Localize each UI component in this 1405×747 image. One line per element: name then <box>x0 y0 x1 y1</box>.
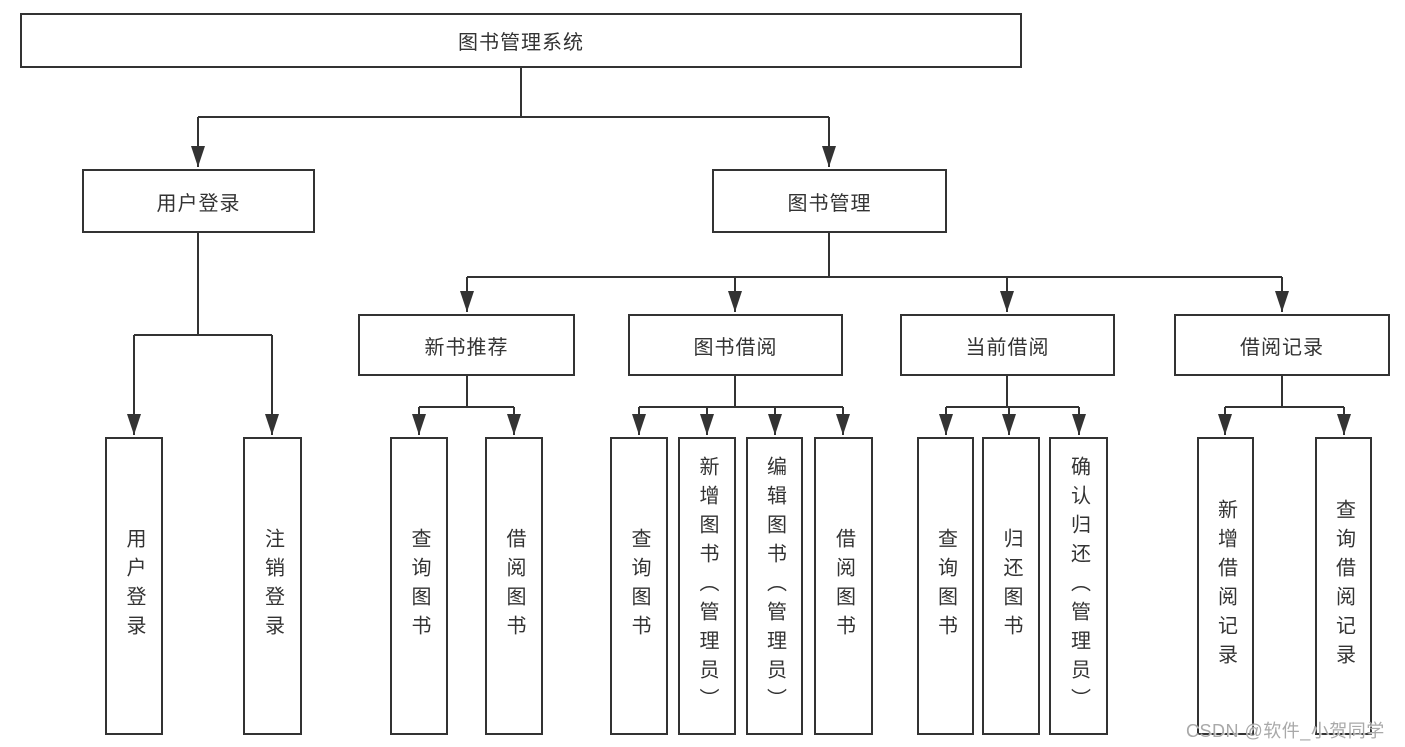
node-book-management: 图书管理 <box>712 169 947 233</box>
node-leaf-edit-books-admin: 编辑图书（管理员） <box>746 437 803 735</box>
node-label: 编辑图书（管理员） <box>763 455 786 717</box>
node-label: 查询图书 <box>408 528 430 644</box>
node-label: 图书借阅 <box>693 336 778 359</box>
node-label: 用户登录 <box>156 192 241 215</box>
node-label: 用户登录 <box>123 528 145 644</box>
node-leaf-add-borrow-record: 新增借阅记录 <box>1197 437 1254 735</box>
node-current-borrowing: 当前借阅 <box>900 314 1115 376</box>
node-book-borrowing: 图书借阅 <box>628 314 843 376</box>
node-leaf-logout: 注销登录 <box>243 437 302 735</box>
node-leaf-return-books: 归还图书 <box>982 437 1040 735</box>
node-leaf-confirm-return-admin: 确认归还（管理员） <box>1049 437 1108 735</box>
node-leaf-add-books-admin: 新增图书（管理员） <box>678 437 736 735</box>
node-label: 图书管理系统 <box>458 32 584 54</box>
node-leaf-query-books-1: 查询图书 <box>390 437 448 735</box>
node-label: 图书管理 <box>787 192 872 215</box>
node-leaf-query-books-2: 查询图书 <box>610 437 668 735</box>
node-borrowing-records: 借阅记录 <box>1174 314 1390 376</box>
node-label: 借阅图书 <box>503 528 525 644</box>
node-root-book-management-system: 图书管理系统 <box>20 13 1022 68</box>
node-label: 新增借阅记录 <box>1214 499 1237 673</box>
node-label: 注销登录 <box>261 528 284 644</box>
node-new-book-recommendation: 新书推荐 <box>358 314 575 376</box>
csdn-watermark: CSDN @软件_小贺同学 <box>1186 721 1385 741</box>
node-label: 查询图书 <box>628 528 650 644</box>
node-label: 新书推荐 <box>424 336 509 359</box>
node-leaf-borrow-books-2: 借阅图书 <box>814 437 873 735</box>
node-user-login: 用户登录 <box>82 169 315 233</box>
node-label: 当前借阅 <box>965 336 1050 359</box>
node-label: 查询借阅记录 <box>1332 499 1355 673</box>
node-label: 借阅图书 <box>832 528 855 644</box>
node-label: 借阅记录 <box>1240 336 1324 359</box>
node-leaf-query-books-3: 查询图书 <box>917 437 974 735</box>
node-label: 确认归还（管理员） <box>1067 455 1090 717</box>
node-label: 归还图书 <box>1000 528 1022 644</box>
node-label: 新增图书（管理员） <box>696 455 718 717</box>
node-leaf-user-login: 用户登录 <box>105 437 163 735</box>
node-label: 查询图书 <box>934 528 957 644</box>
node-leaf-borrow-books-1: 借阅图书 <box>485 437 543 735</box>
node-leaf-query-borrow-record: 查询借阅记录 <box>1315 437 1372 735</box>
